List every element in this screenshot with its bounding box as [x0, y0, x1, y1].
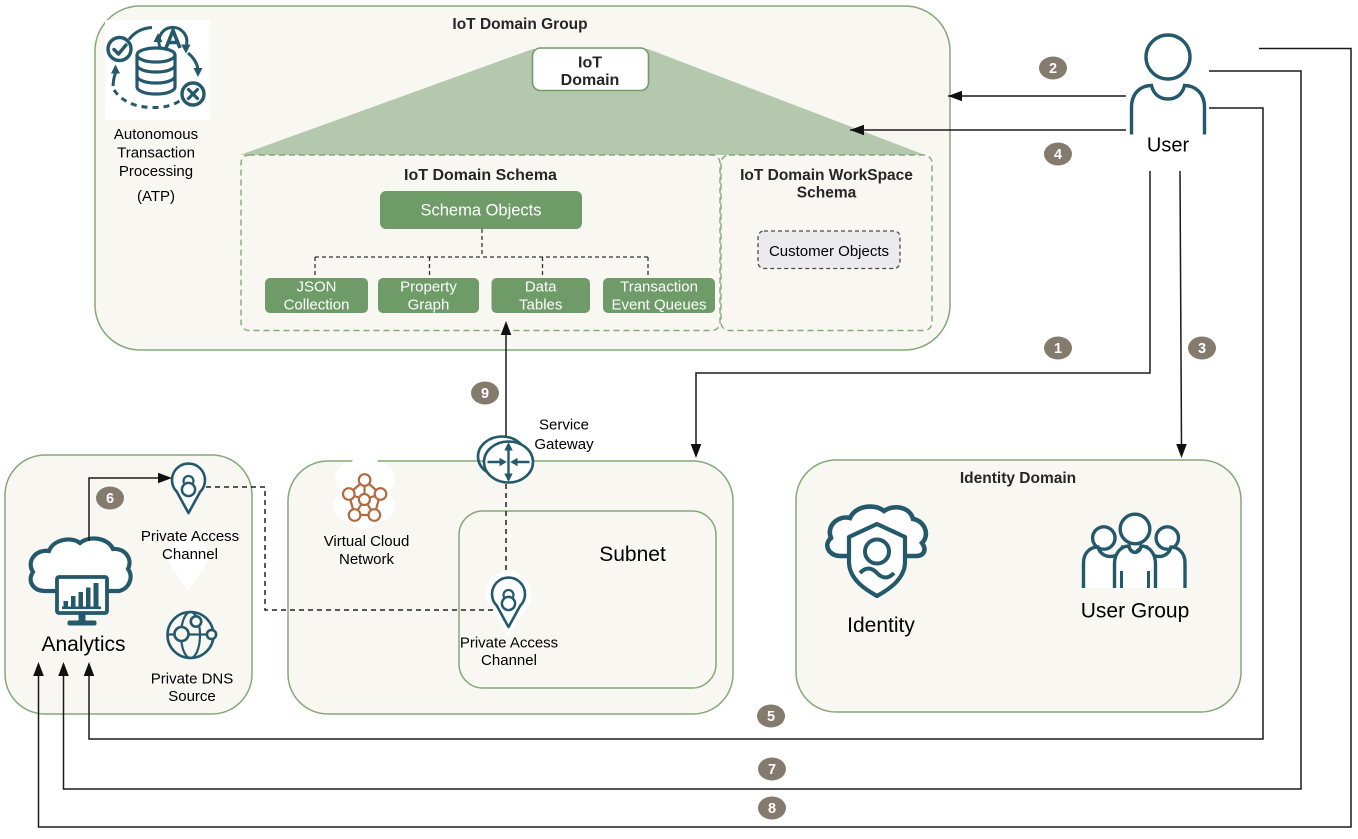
svg-text:Schema Objects: Schema Objects [420, 202, 541, 220]
svg-text:Identity Domain: Identity Domain [960, 470, 1076, 487]
svg-text:Collection: Collection [284, 297, 350, 314]
svg-text:Graph: Graph [408, 297, 450, 314]
svg-text:Private Access: Private Access [460, 635, 558, 652]
svg-text:IoT Domain Schema: IoT Domain Schema [404, 167, 557, 184]
svg-text:Domain: Domain [561, 72, 620, 89]
svg-text:Channel: Channel [481, 652, 537, 669]
svg-text:IoT Domain Group: IoT Domain Group [452, 16, 587, 33]
svg-text:Private Access: Private Access [141, 528, 239, 545]
svg-text:Transaction: Transaction [620, 279, 698, 296]
svg-text:JSON: JSON [296, 279, 336, 296]
svg-text:Processing: Processing [119, 163, 193, 180]
svg-text:Source: Source [168, 688, 216, 705]
svg-text:Customer Objects: Customer Objects [769, 243, 889, 260]
svg-text:Identity: Identity [847, 614, 915, 637]
svg-text:Tables: Tables [519, 297, 562, 314]
svg-text:8: 8 [768, 801, 776, 817]
svg-text:4: 4 [1054, 147, 1062, 163]
svg-text:Event Queues: Event Queues [611, 297, 706, 314]
svg-text:5: 5 [767, 709, 775, 725]
svg-text:Subnet: Subnet [599, 543, 666, 566]
svg-text:User: User [1147, 135, 1190, 157]
svg-text:(ATP): (ATP) [137, 188, 175, 205]
svg-text:User Group: User Group [1081, 600, 1190, 623]
svg-text:7: 7 [768, 762, 776, 778]
svg-text:Autonomous: Autonomous [114, 126, 198, 143]
svg-text:Service: Service [539, 417, 589, 434]
svg-text:2: 2 [1049, 61, 1057, 77]
svg-text:3: 3 [1198, 341, 1206, 357]
svg-text:Private DNS: Private DNS [151, 671, 234, 688]
svg-text:Analytics: Analytics [41, 633, 125, 656]
svg-text:Virtual Cloud: Virtual Cloud [324, 533, 410, 550]
svg-text:6: 6 [106, 491, 114, 507]
svg-text:Property: Property [400, 279, 457, 296]
svg-text:Schema: Schema [797, 185, 857, 202]
svg-text:Gateway: Gateway [534, 436, 594, 453]
svg-text:9: 9 [481, 386, 489, 402]
svg-text:IoT: IoT [578, 55, 602, 72]
svg-text:IoT Domain WorkSpace: IoT Domain WorkSpace [740, 167, 913, 184]
svg-text:Network: Network [339, 551, 395, 568]
svg-text:Transaction: Transaction [117, 145, 195, 162]
svg-text:1: 1 [1054, 341, 1062, 357]
svg-text:Data: Data [525, 279, 557, 296]
svg-text:Channel: Channel [162, 546, 218, 563]
